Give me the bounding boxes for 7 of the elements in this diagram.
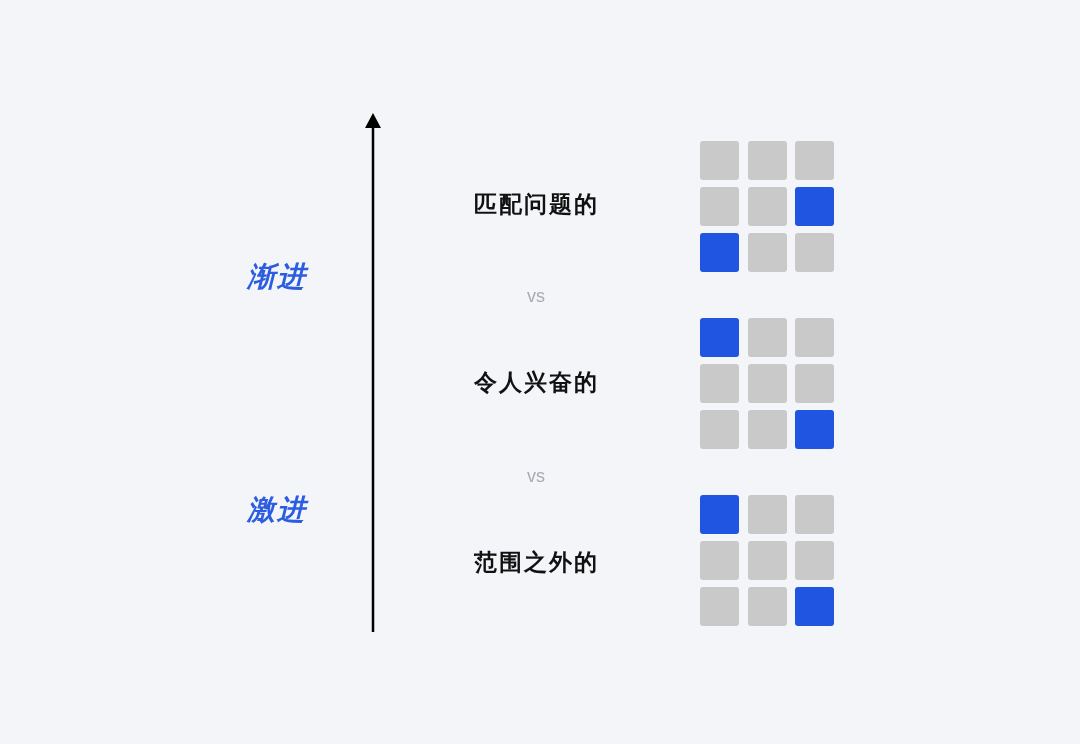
versus-label: vs xyxy=(527,286,545,308)
axis-label: 激进 xyxy=(247,493,307,527)
axis-label: 渐进 xyxy=(247,260,307,294)
option-label: 范围之外的 xyxy=(473,549,599,577)
option-label: 匹配问题的 xyxy=(473,191,599,219)
versus-label: vs xyxy=(527,466,545,488)
option-label: 令人兴奋的 xyxy=(473,369,599,397)
